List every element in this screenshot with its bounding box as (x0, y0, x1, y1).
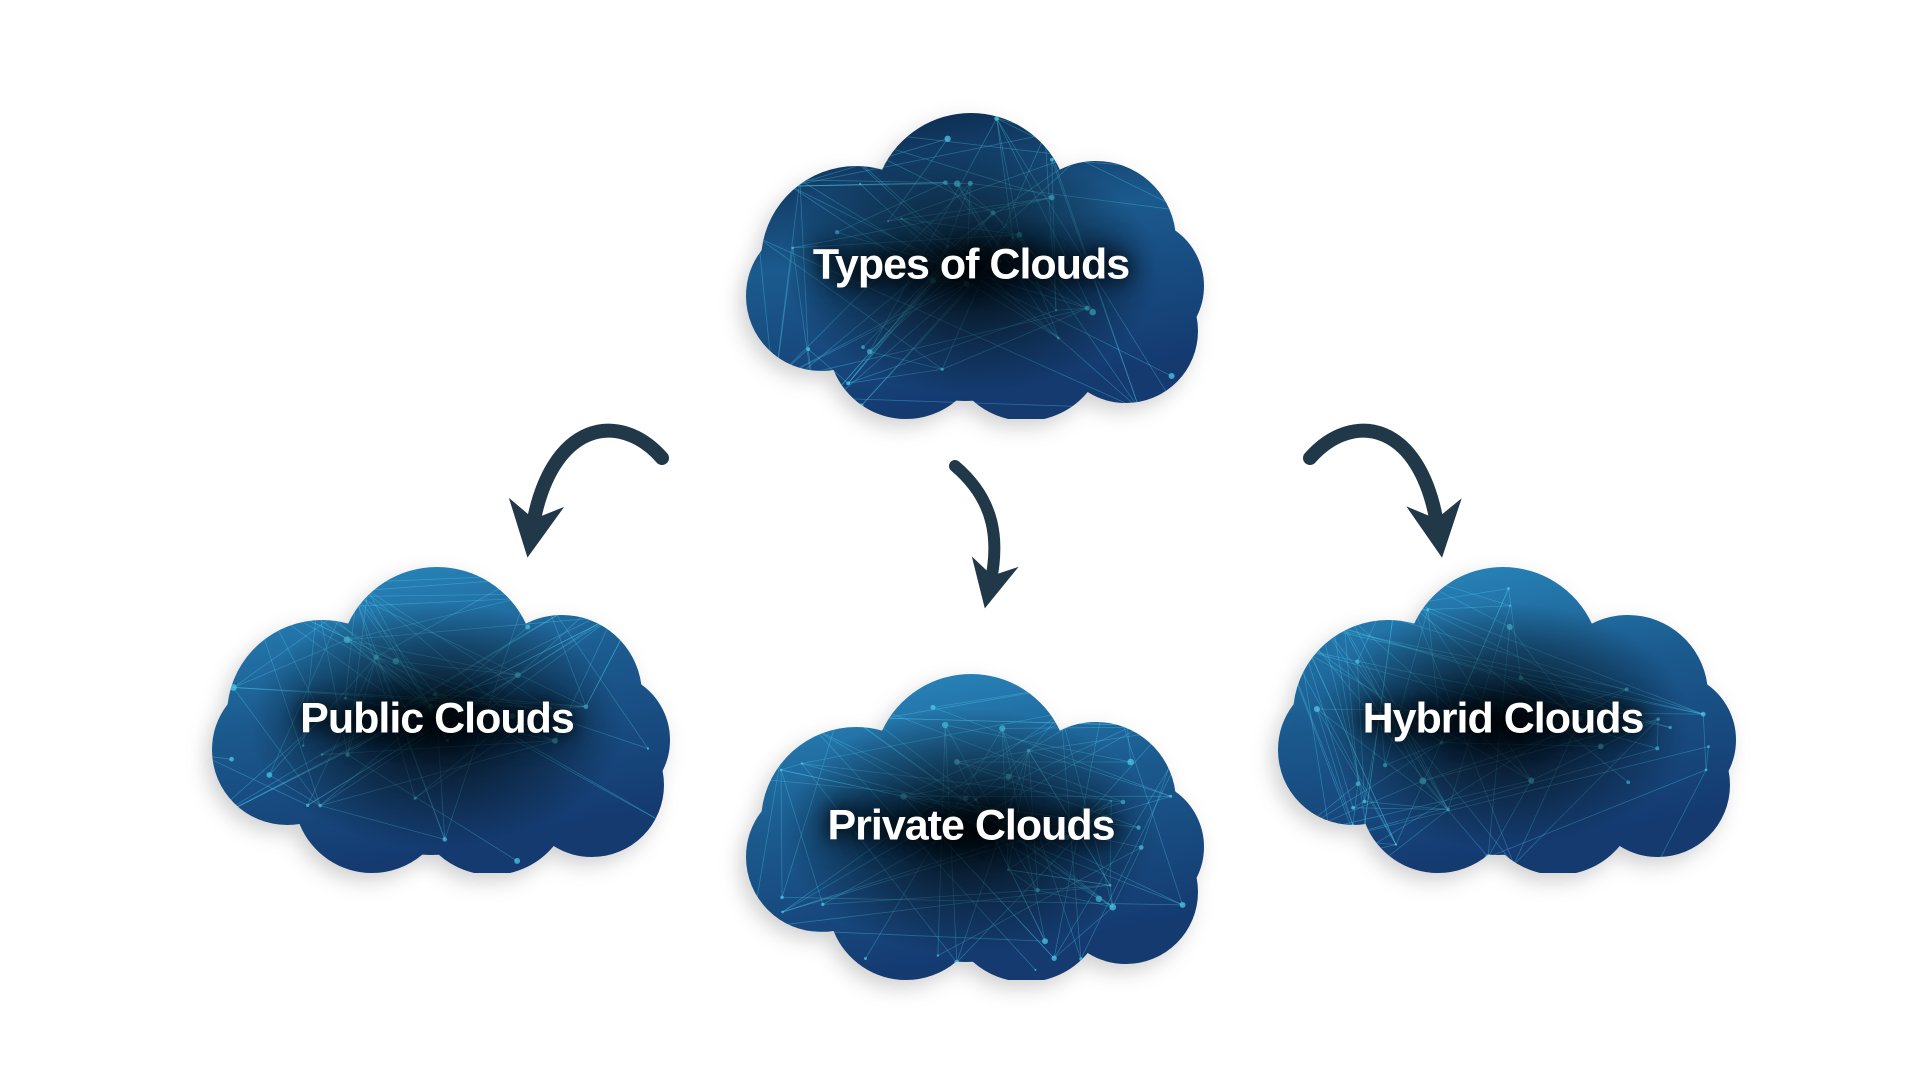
private-clouds-label: Private Clouds (827, 801, 1115, 850)
title-label: Types of Clouds (812, 240, 1130, 289)
cloud-hybrid: Hybrid Clouds (1268, 565, 1738, 873)
arrow-to-hybrid (1303, 423, 1462, 558)
hybrid-clouds-label: Hybrid Clouds (1362, 694, 1645, 743)
public-clouds-label: Public Clouds (300, 694, 575, 743)
cloud-shape (746, 674, 1204, 980)
arrow-to-public (508, 423, 669, 558)
arrow-to-private (949, 460, 1019, 609)
cloud-shape (1278, 567, 1736, 873)
cloud-shape (746, 113, 1204, 419)
cloud-shape (212, 567, 670, 873)
cloud-public: Public Clouds (202, 565, 672, 873)
cloud-types-of-clouds: Types of Clouds (736, 111, 1206, 419)
cloud-private: Private Clouds (736, 672, 1206, 980)
